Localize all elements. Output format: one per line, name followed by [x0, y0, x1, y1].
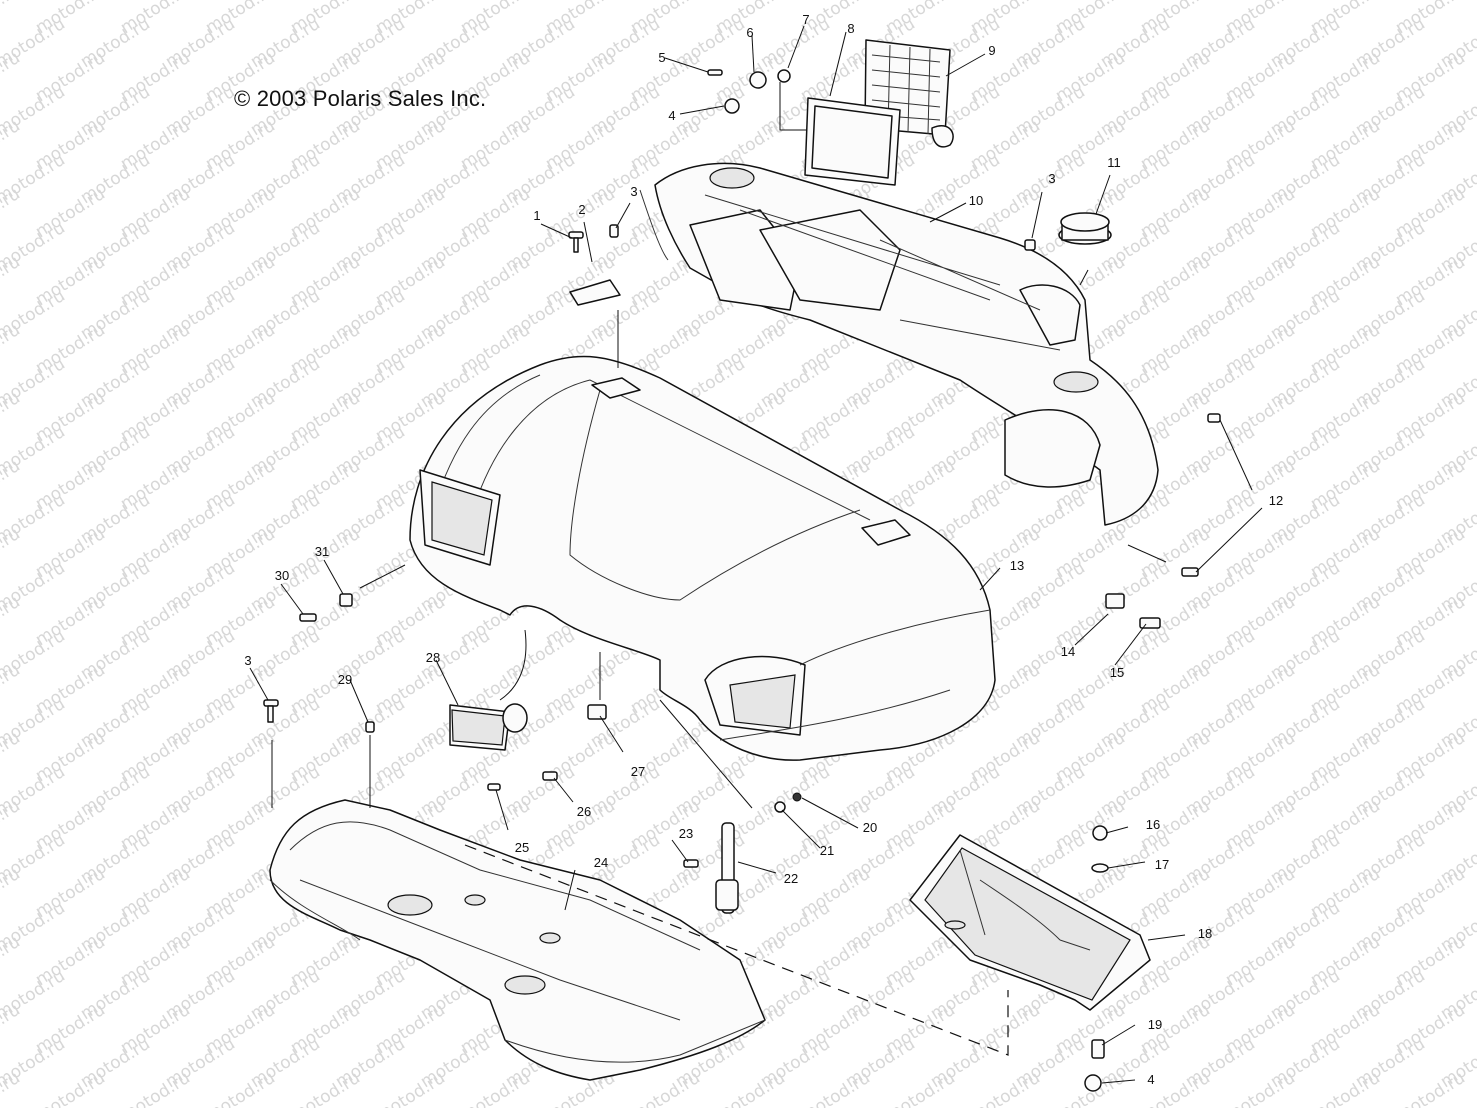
- watermark-text: motod.ru: [1307, 1068, 1384, 1108]
- watermark-text: motod.ru: [672, 1102, 749, 1108]
- callout-label: 26: [577, 804, 591, 819]
- headlight-part: [449, 703, 528, 751]
- watermark-text: motod.ru: [882, 1068, 959, 1108]
- rear-cab-panel: [639, 162, 1159, 526]
- watermark-text: motod.ru: [32, 1068, 109, 1108]
- watermark-text: motod.ru: [757, 1102, 834, 1108]
- callout-label: 1: [533, 208, 540, 223]
- callout-label: 2: [578, 202, 585, 217]
- leader-lines: [249, 25, 1263, 1084]
- callout-label: 31: [315, 544, 329, 559]
- watermark-text: motod.ru: [967, 1068, 1044, 1108]
- watermark-text: motod.ru: [1352, 1102, 1429, 1108]
- callout-label: 22: [784, 871, 798, 886]
- grille-assembly: [804, 39, 954, 186]
- callout-label: 21: [820, 843, 834, 858]
- callout-label: 3: [630, 184, 637, 199]
- watermark-text: motod.ru: [117, 1068, 194, 1108]
- hood-part: [409, 355, 996, 761]
- watermark-text: motod.ru: [1012, 1102, 1089, 1108]
- watermark-text: motod.ru: [587, 1102, 664, 1108]
- watermark-text: motod.ru: [417, 1102, 494, 1108]
- callout-label: 6: [746, 25, 753, 40]
- copyright-notice: © 2003 Polaris Sales Inc.: [234, 86, 487, 111]
- callout-label: 27: [631, 764, 645, 779]
- watermark-text: motod.ru: [627, 1068, 704, 1108]
- callout-label: 4: [1147, 1072, 1154, 1087]
- callout-label: 30: [275, 568, 289, 583]
- lower-pan: [269, 799, 766, 1081]
- callout-label: 29: [338, 672, 352, 687]
- callout-label: 7: [802, 12, 809, 27]
- callout-label: 23: [679, 826, 693, 841]
- callout-label: 11: [1107, 155, 1121, 170]
- watermark-text: motod.ru: [372, 1068, 449, 1108]
- watermark-text: motod.ru: [0, 0, 24, 38]
- callout-label: 12: [1269, 493, 1283, 508]
- callout-label: 8: [847, 21, 854, 36]
- callout-label: 15: [1110, 665, 1124, 680]
- watermark-text: motod.ru: [712, 1068, 789, 1108]
- watermark-text: motod.ru: [202, 1068, 279, 1108]
- watermark-text: motod.ru: [1182, 1102, 1259, 1108]
- watermark-text: motod.ru: [77, 1102, 154, 1108]
- callout-label: 28: [426, 650, 440, 665]
- hardware-parts: [263, 69, 1221, 1092]
- cap-part: [1058, 212, 1112, 245]
- callout-label: 9: [988, 43, 995, 58]
- watermark-text: motod.ru: [247, 1102, 324, 1108]
- watermark-text: motod.ru: [1437, 1102, 1477, 1108]
- callout-label: 10: [969, 193, 983, 208]
- watermark-text: motod.ru: [457, 1068, 534, 1108]
- callout-label: 5: [658, 50, 665, 65]
- callout-label: 4: [668, 108, 675, 123]
- watermark-text: motod.ru: [797, 1068, 874, 1108]
- callout-label: 17: [1155, 857, 1169, 872]
- watermark-text: motod.ru: [502, 1102, 579, 1108]
- watermark-text: motod.ru: [842, 1102, 919, 1108]
- callout-label: 25: [515, 840, 529, 855]
- callout-label: 19: [1148, 1017, 1162, 1032]
- watermark-text: motod.ru: [927, 1102, 1004, 1108]
- callout-label: 20: [863, 820, 877, 835]
- watermark-text: motod.ru: [1222, 1068, 1299, 1108]
- watermark-text: motod.ru: [162, 1102, 239, 1108]
- callout-label: 18: [1198, 926, 1212, 941]
- callout-label: 13: [1010, 558, 1024, 573]
- watermark-text: motod.ru: [332, 1102, 409, 1108]
- watermark-text: motod.ru: [1097, 1102, 1174, 1108]
- callout-label: 14: [1061, 644, 1075, 659]
- callout-label: 24: [594, 855, 608, 870]
- storage-box: [909, 834, 1151, 1011]
- callout-label: 3: [244, 653, 251, 668]
- watermark-text: motod.ru: [287, 1068, 364, 1108]
- callout-label: 3: [1048, 171, 1055, 186]
- watermark-text: motod.ru: [1392, 1068, 1469, 1108]
- watermark-text: motod.ru: [1267, 1102, 1344, 1108]
- callout-label: 16: [1146, 817, 1160, 832]
